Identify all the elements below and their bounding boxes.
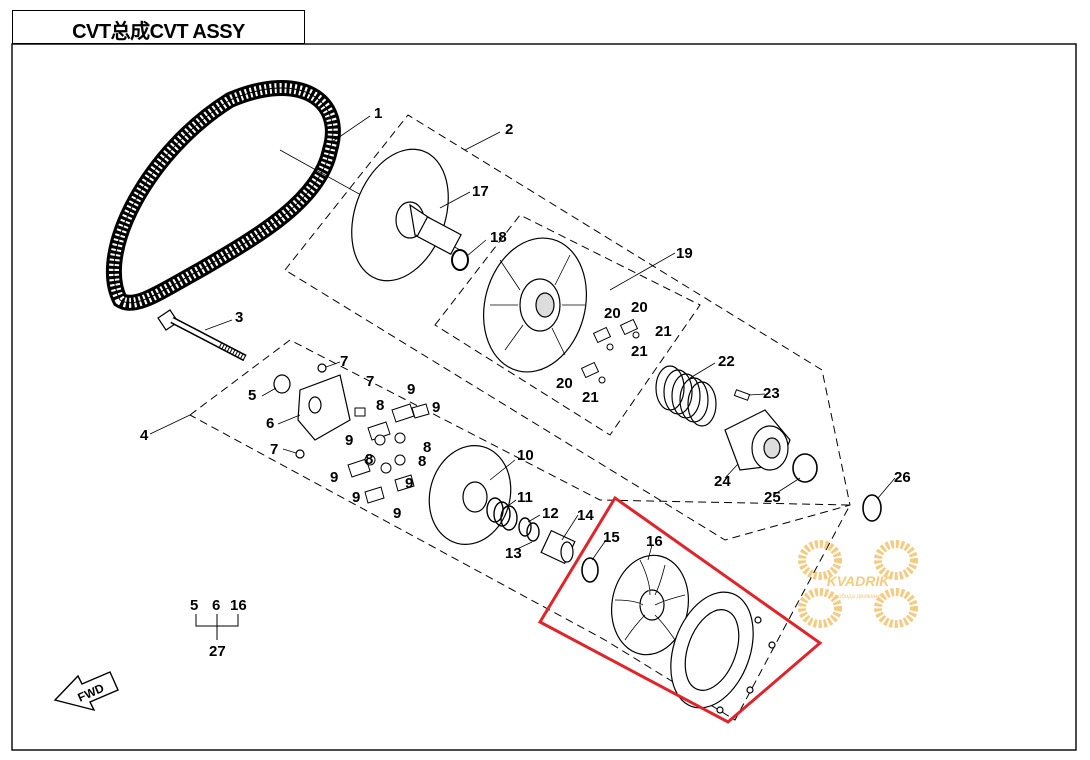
watermark-logo: KVADRIK свобода движения — [798, 540, 918, 628]
callout-4: 4 — [140, 427, 149, 444]
callout-9: 9 — [432, 399, 440, 416]
group-item-16: 16 — [230, 597, 247, 614]
callout-3: 3 — [235, 309, 243, 326]
callout-9: 9 — [407, 381, 415, 398]
callout-26: 26 — [894, 469, 911, 486]
callout-9: 9 — [405, 475, 413, 492]
callout-7: 7 — [340, 353, 348, 370]
callout-9: 9 — [345, 432, 353, 449]
callout-24: 24 — [714, 473, 731, 490]
fixed-sheave — [351, 148, 462, 282]
watermark-tagline: свобода движения — [832, 594, 884, 600]
watermark-tire — [798, 588, 842, 628]
group-item-6: 6 — [212, 597, 220, 614]
group-outline-19 — [434, 214, 701, 436]
callout-12: 12 — [542, 505, 559, 522]
spring-11 — [486, 497, 518, 531]
callout-14: 14 — [577, 507, 594, 524]
o-ring-18 — [451, 249, 469, 271]
callout-13: 13 — [505, 545, 522, 562]
bushing-14 — [540, 529, 576, 565]
callout-1: 1 — [374, 105, 382, 122]
highlight-box — [537, 495, 823, 724]
outer-frame — [11, 43, 1077, 751]
callout-5: 5 — [248, 387, 256, 404]
watermark-tire — [798, 540, 842, 580]
fwd-arrow: FWD — [53, 671, 119, 712]
callout-8: 8 — [418, 453, 426, 470]
callout-2: 2 — [505, 121, 513, 138]
callout-10: 10 — [517, 447, 534, 464]
washer-12 — [518, 517, 532, 537]
snap-ring-25 — [792, 453, 818, 483]
callout-17: 17 — [472, 183, 489, 200]
washer-13 — [526, 522, 540, 542]
callout-7: 7 — [270, 441, 278, 458]
callout-23: 23 — [763, 385, 780, 402]
title-box: CVT总成CVT ASSY — [12, 10, 305, 44]
spring — [655, 365, 717, 427]
callout-8: 8 — [365, 451, 373, 468]
guide-pieces — [580, 318, 640, 384]
group-result-27: 27 — [209, 643, 226, 660]
watermark-brand: KVADRIK — [827, 573, 891, 589]
fan-cover-plate — [670, 591, 776, 714]
center-bolt — [157, 309, 247, 362]
callout-25: 25 — [764, 489, 781, 506]
callout-20: 20 — [631, 299, 648, 316]
o-ring-26 — [862, 494, 882, 522]
watermark-tire — [874, 540, 918, 580]
callout-16: 16 — [646, 533, 663, 550]
callout-21: 21 — [582, 389, 599, 406]
cover-plate — [273, 363, 351, 459]
assembly-group: 5 6 16 27 — [190, 597, 247, 660]
diagram-title: CVT总成CVT ASSY — [72, 21, 245, 43]
key — [733, 389, 751, 401]
spider-cam — [724, 409, 791, 471]
watermark-tires — [798, 540, 918, 628]
fan-wheel-16 — [610, 554, 690, 656]
callout-21: 21 — [631, 343, 648, 360]
callout-9: 9 — [330, 469, 338, 486]
callout-19: 19 — [676, 245, 693, 262]
callout-20: 20 — [556, 375, 573, 392]
seal-15 — [581, 557, 599, 583]
callout-8: 8 — [376, 397, 384, 414]
weights-and-rollers — [347, 403, 430, 504]
driven-sheave — [428, 445, 512, 545]
callout-21: 21 — [655, 323, 672, 340]
callout-11: 11 — [517, 489, 533, 506]
callout-9: 9 — [352, 489, 360, 506]
callout-9: 9 — [393, 505, 401, 522]
drive-belt — [105, 80, 341, 311]
group-outlines — [189, 114, 851, 721]
watermark-tire — [874, 588, 918, 628]
leader-lines — [149, 115, 896, 561]
group-outline-4 — [189, 339, 851, 721]
movable-sheave — [482, 237, 588, 373]
callout-6: 6 — [266, 415, 274, 432]
callout-8: 8 — [423, 439, 431, 456]
group-item-5: 5 — [190, 597, 198, 614]
callout-22: 22 — [718, 353, 735, 370]
callout-15: 15 — [603, 529, 620, 546]
callout-7: 7 — [366, 373, 374, 390]
callout-20: 20 — [604, 305, 621, 322]
group-bracket — [195, 614, 239, 640]
callout-18: 18 — [490, 229, 507, 246]
